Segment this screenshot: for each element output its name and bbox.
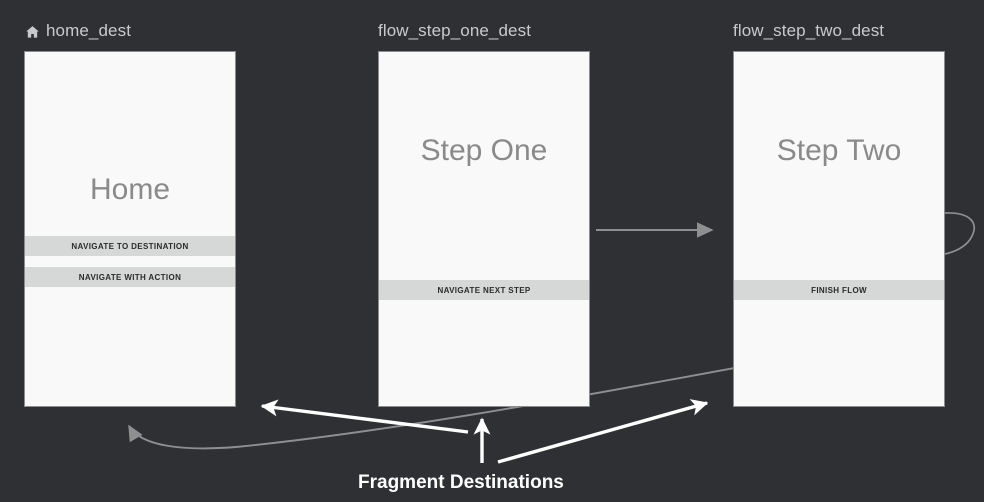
button-navigate-with-action[interactable]: NAVIGATE WITH ACTION xyxy=(25,267,235,287)
destination-label-text: flow_step_two_dest xyxy=(733,21,885,40)
destination-label-text: flow_step_one_dest xyxy=(378,21,532,40)
button-finish-flow[interactable]: FINISH FLOW xyxy=(734,280,944,300)
screen-title-step-one: Step One xyxy=(420,134,548,167)
annotation-caption: Fragment Destinations xyxy=(358,472,564,493)
screen-title-home: Home xyxy=(89,173,171,206)
edge-step-two-loop xyxy=(944,212,975,255)
destination-flow_step_one_dest[interactable]: flow_step_one_dest Step One NAVIGATE NEX… xyxy=(378,21,590,407)
destination-flow_step_two_dest[interactable]: flow_step_two_dest Step Two FINISH FLOW xyxy=(733,21,945,407)
annotation-arrow-right xyxy=(497,399,709,464)
home-icon xyxy=(24,24,41,40)
destination-label-flow_step_two_dest: flow_step_two_dest xyxy=(733,21,884,41)
destination-label-text: home_dest xyxy=(46,21,132,40)
destination-home_dest[interactable]: home_dest Home NAVIGATE TO DESTINATION N… xyxy=(24,21,236,407)
button-navigate-next-step[interactable]: NAVIGATE NEXT STEP xyxy=(379,280,589,300)
button-navigate-to-destination[interactable]: NAVIGATE TO DESTINATION xyxy=(25,236,235,256)
destination-label-flow_step_one_dest: flow_step_one_dest xyxy=(378,21,531,41)
phone-preview-flow_step_two_dest[interactable]: Step Two FINISH FLOW xyxy=(733,51,945,407)
screen-title-step-two: Step Two xyxy=(776,134,902,167)
phone-preview-home_dest[interactable]: Home NAVIGATE TO DESTINATION NAVIGATE WI… xyxy=(24,51,236,407)
phone-preview-flow_step_one_dest[interactable]: Step One NAVIGATE NEXT STEP xyxy=(378,51,590,407)
annotation-arrow-left xyxy=(260,399,469,434)
destination-label-home_dest: home_dest xyxy=(24,21,131,41)
